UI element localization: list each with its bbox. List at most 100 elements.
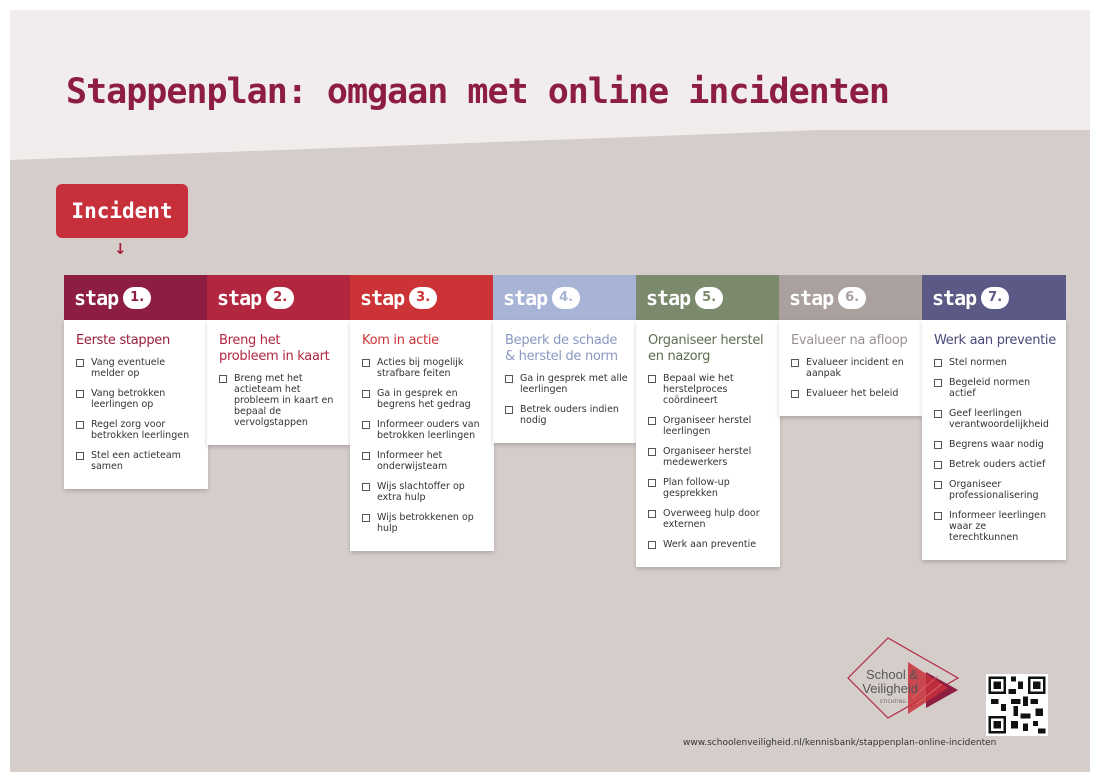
checkbox-icon[interactable] <box>791 390 799 398</box>
checkbox-icon[interactable] <box>362 514 370 522</box>
checkbox-icon[interactable] <box>648 375 656 383</box>
checklist-item-text: Organiseer professionalisering <box>949 479 1039 501</box>
checkbox-icon[interactable] <box>362 483 370 491</box>
step-title: Eerste stappen <box>76 333 170 348</box>
checklist-item: Informeer leerlingen waar ze terechtkunn… <box>934 510 1058 543</box>
checklist-item: Wijs betrokkenen op hulp <box>362 512 486 534</box>
logo-line1: School & <box>865 667 918 682</box>
step-title: Werk aan preventie <box>934 333 1056 348</box>
qr-code-icon[interactable] <box>986 674 1048 736</box>
checklist-item-text: Wijs betrokkenen op hulp <box>377 512 474 534</box>
checklist: Breng met het actieteam het probleem in … <box>219 373 343 428</box>
checklist-item: Acties bij mogelijk strafbare feiten <box>362 357 486 379</box>
checkbox-icon[interactable] <box>648 417 656 425</box>
checkbox-icon[interactable] <box>362 390 370 398</box>
step-number-badge: 2. <box>266 286 295 309</box>
step-label: stap <box>74 285 119 310</box>
checkbox-icon[interactable] <box>934 441 942 449</box>
checklist-item: Wijs slachtoffer op extra hulp <box>362 481 486 503</box>
checklist-item: Stel normen <box>934 357 1058 368</box>
checkbox-icon[interactable] <box>505 375 513 383</box>
checklist-item: Evalueer incident en aanpak <box>791 357 915 379</box>
checklist-item-text: Breng met het actieteam het probleem in … <box>234 373 334 428</box>
step-title: Beperk de schade & herstel de norm <box>505 333 618 364</box>
checkbox-icon[interactable] <box>648 448 656 456</box>
step-title: Evalueer na afloop <box>791 333 908 348</box>
step-title: Breng het probleem in kaart <box>219 333 330 364</box>
checklist-item-text: Informeer het onderwijsteam <box>377 450 448 472</box>
checklist-item: Bepaal wie het herstelproces coördineert <box>648 373 772 406</box>
checklist-item: Werk aan preventie <box>648 539 772 550</box>
checklist-item: Betrek ouders indien nodig <box>505 404 629 426</box>
checklist-item-text: Begeleid normen actief <box>949 377 1031 399</box>
checklist-item: Organiseer herstel leerlingen <box>648 415 772 437</box>
checklist-item: Vang betrokken leerlingen op <box>76 388 200 410</box>
step-number-badge: 7. <box>981 286 1010 309</box>
checklist-item-text: Betrek ouders indien nodig <box>520 404 619 426</box>
checkbox-icon[interactable] <box>934 512 942 520</box>
checkbox-icon[interactable] <box>219 375 227 383</box>
checkbox-icon[interactable] <box>648 541 656 549</box>
step-card: Beperk de schade & herstel de norm Ga in … <box>493 320 637 443</box>
checklist-item: Stel een actieteam samen <box>76 450 200 472</box>
checkbox-icon[interactable] <box>648 510 656 518</box>
checklist-item-text: Organiseer herstel medewerkers <box>663 446 752 468</box>
checkbox-icon[interactable] <box>934 410 942 418</box>
checkbox-icon[interactable] <box>76 452 84 460</box>
checklist-item: Breng met het actieteam het probleem in … <box>219 373 343 428</box>
school-veiligheid-logo <box>847 637 960 719</box>
checklist-item-text: Betrek ouders actief <box>949 459 1046 470</box>
checkbox-icon[interactable] <box>505 406 513 414</box>
checkbox-icon[interactable] <box>791 359 799 367</box>
checkbox-icon[interactable] <box>934 359 942 367</box>
checkbox-icon[interactable] <box>362 359 370 367</box>
incident-box: Incident <box>56 184 188 238</box>
checklist-item-text: Organiseer herstel leerlingen <box>663 415 752 437</box>
checkbox-icon[interactable] <box>76 390 84 398</box>
checklist-item: Ga in gesprek met alle leerlingen <box>505 373 629 395</box>
footer-url[interactable]: www.schoolenveiligheid.nl/kennisbank/sta… <box>683 738 997 748</box>
checkbox-icon[interactable] <box>362 452 370 460</box>
step-number-badge: 5. <box>695 286 724 309</box>
checklist-item: Plan follow-up gesprekken <box>648 477 772 499</box>
checkbox-icon[interactable] <box>362 421 370 429</box>
down-arrow-icon: ↓ <box>114 240 127 258</box>
checklist-item: Betrek ouders actief <box>934 459 1058 470</box>
checkbox-icon[interactable] <box>934 379 942 387</box>
checkbox-icon[interactable] <box>648 479 656 487</box>
checkbox-icon[interactable] <box>934 461 942 469</box>
step-number-badge: 4. <box>552 286 581 309</box>
checklist-item-text: Geef leerlingen verantwoordelijkheid <box>949 408 1049 430</box>
step-label: stap <box>646 285 691 310</box>
checkbox-icon[interactable] <box>934 481 942 489</box>
checklist-item: Evalueer het beleid <box>791 388 915 399</box>
checklist-item-text: Plan follow-up gesprekken <box>663 477 730 499</box>
checkbox-icon[interactable] <box>76 359 84 367</box>
step-number-badge: 3. <box>409 286 438 309</box>
checklist-item-text: Stel normen <box>949 357 1007 368</box>
checklist-item-text: Vang eventuele melder op <box>91 357 166 379</box>
step-title: Organiseer herstel en nazorg <box>648 333 764 364</box>
checklist-item-text: Regel zorg voor betrokken leerlingen <box>91 419 190 441</box>
checklist-item-text: Begrens waar nodig <box>949 439 1044 450</box>
checklist-item-text: Informeer ouders van betrokken leerlinge… <box>377 419 480 441</box>
checklist-item: Informeer het onderwijsteam <box>362 450 486 472</box>
checklist-item-text: Vang betrokken leerlingen op <box>91 388 166 410</box>
checkbox-icon[interactable] <box>76 421 84 429</box>
checklist-item-text: Wijs slachtoffer op extra hulp <box>377 481 465 503</box>
step-number-badge: 1. <box>123 286 152 309</box>
